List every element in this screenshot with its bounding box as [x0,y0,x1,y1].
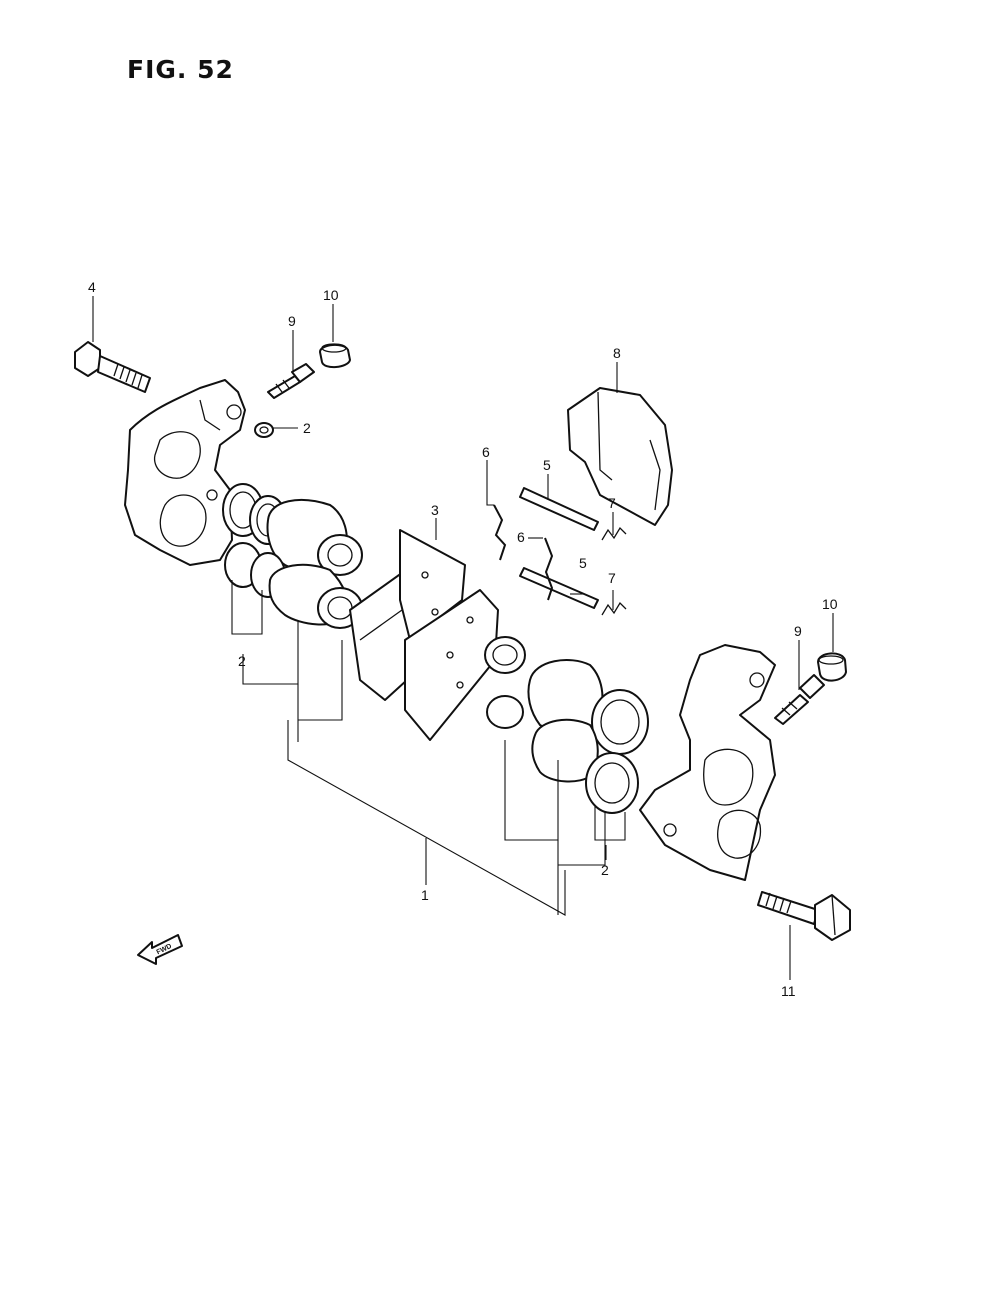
callout-4: 4 [88,279,96,295]
part-2-seal-top [254,422,274,438]
callout-7-lower: 7 [608,570,616,586]
part-5-pad-pin-upper [519,487,599,531]
part-7-retainer-upper [601,526,627,541]
callout-9-right: 9 [794,623,802,639]
part-10-bleeder-cap-right [817,652,847,682]
callout-9-left: 9 [288,313,296,329]
callout-2-top: 2 [303,420,311,436]
callout-5-lower: 5 [579,555,587,571]
callout-1: 1 [421,887,429,903]
right-pistons-and-seals [484,636,649,814]
fwd-arrow-icon: FWD [137,934,183,965]
callout-6-upper: 6 [482,444,490,460]
left-caliper-body [124,379,246,566]
part-5-pad-pin-lower [519,567,599,609]
callout-6-lower: 6 [517,529,525,545]
callout-11: 11 [781,983,796,999]
leader-lines [92,296,834,980]
part-7-retainer-lower [601,601,627,616]
part-8-pad-spring [567,387,673,526]
part-6-pin-clip-lower [544,537,554,601]
part-10-bleeder-cap-left [319,343,351,368]
part-11-caliper-bolt [757,891,851,941]
callout-2-left: 2 [238,653,246,669]
figure-title: FIG. 52 [127,55,234,84]
callout-5-upper: 5 [543,457,551,473]
callout-2-right: 2 [601,862,609,878]
right-caliper-body [639,644,776,881]
part-4-caliper-bolt [74,341,151,393]
part-9-bleeder-screw-left [267,363,315,399]
callout-10-left: 10 [323,287,339,303]
part-9-bleeder-screw-right [774,674,825,725]
callout-8: 8 [613,345,621,361]
callout-labels: 4 10 9 2 8 6 5 7 3 6 5 7 10 9 2 2 1 11 [88,279,838,999]
callout-10-right: 10 [822,596,838,612]
left-pistons-and-seals [222,483,363,629]
callout-7-upper: 7 [608,495,616,511]
callout-3: 3 [431,502,439,518]
part-6-pin-clip-upper [493,504,507,561]
